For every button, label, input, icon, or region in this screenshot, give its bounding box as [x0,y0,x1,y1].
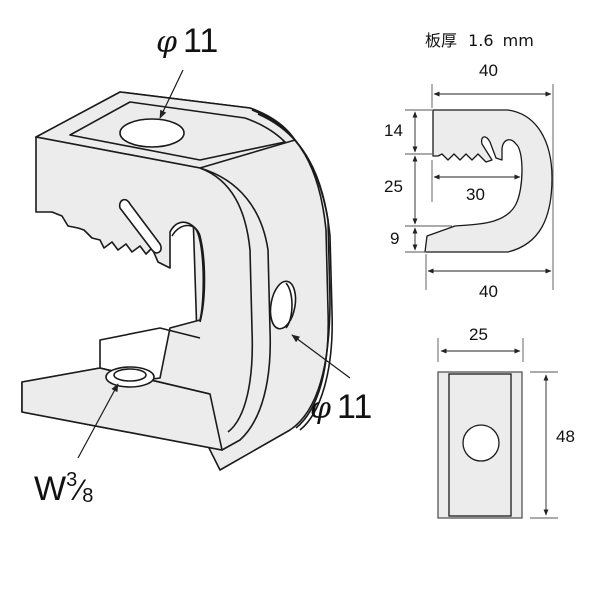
side-upper-jaw-label: 14 [384,121,403,140]
side-gap-label: 25 [384,177,403,196]
side-view-dimensions [405,84,554,290]
front-hole [462,424,500,462]
side-view-profile [424,109,553,253]
diameter-symbol: φ [156,25,178,60]
front-view-plate [437,371,523,519]
beam-clamp-iso-drawing [21,91,333,471]
iso-leader-lines [77,69,351,459]
front-view-dimensions [437,338,558,519]
side-hole [269,280,297,330]
side-bottom-width-label: 40 [479,282,498,301]
top-hole [119,118,185,148]
side-inner-depth-label: 30 [466,185,485,204]
front-width-label: 25 [469,325,488,344]
diameter-symbol: φ [310,391,332,426]
front-height-label: 48 [556,427,575,446]
side-top-width-label: 40 [479,61,498,80]
plate-thickness-label: 板厚 1.6 mm [425,31,534,50]
thread-size-label: W3⁄8 [34,469,94,508]
side-lower-jaw-label: 9 [390,229,400,248]
